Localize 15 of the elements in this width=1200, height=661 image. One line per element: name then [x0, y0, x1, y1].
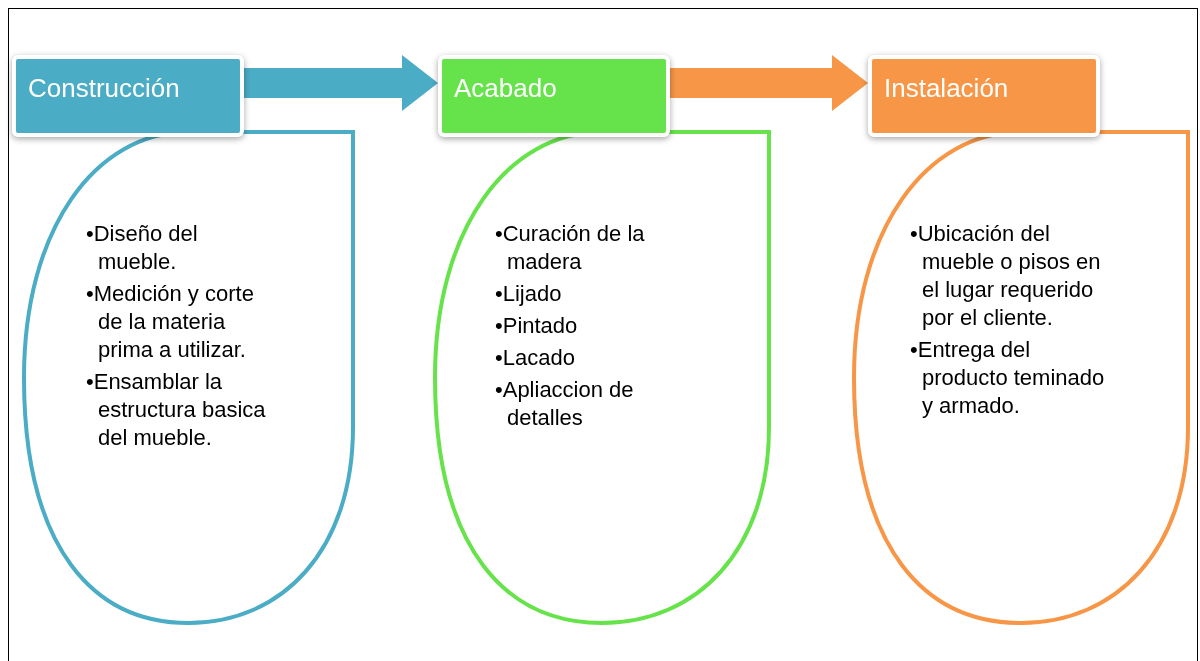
bullet-item: •Ensamblar la estructura basica del mueble. [86, 368, 267, 452]
bullet-item: •Pintado [495, 312, 579, 340]
block-arrow [670, 55, 868, 111]
teardrop-shape [433, 130, 771, 625]
bullet-item: •Curación de la madera [495, 220, 646, 276]
bullet-item: •Lacado [495, 344, 576, 372]
teardrop-shape [852, 130, 1190, 625]
bullet-item: •Medición y corte de la materia prima a utilizar. [86, 280, 255, 364]
bullet-item: •Apliaccion de detalles [495, 376, 635, 432]
bullet-item: •Entrega del producto teminado y armado. [910, 336, 1106, 420]
bullet-item: •Ubicación del mueble o pisos en el lugar requerido por el cliente. [910, 220, 1102, 332]
bullet-item: •Lijado [495, 280, 563, 308]
teardrop-shape [22, 130, 355, 625]
bullet-item: •Diseño del mueble. [86, 220, 199, 276]
block-arrow [244, 55, 438, 111]
